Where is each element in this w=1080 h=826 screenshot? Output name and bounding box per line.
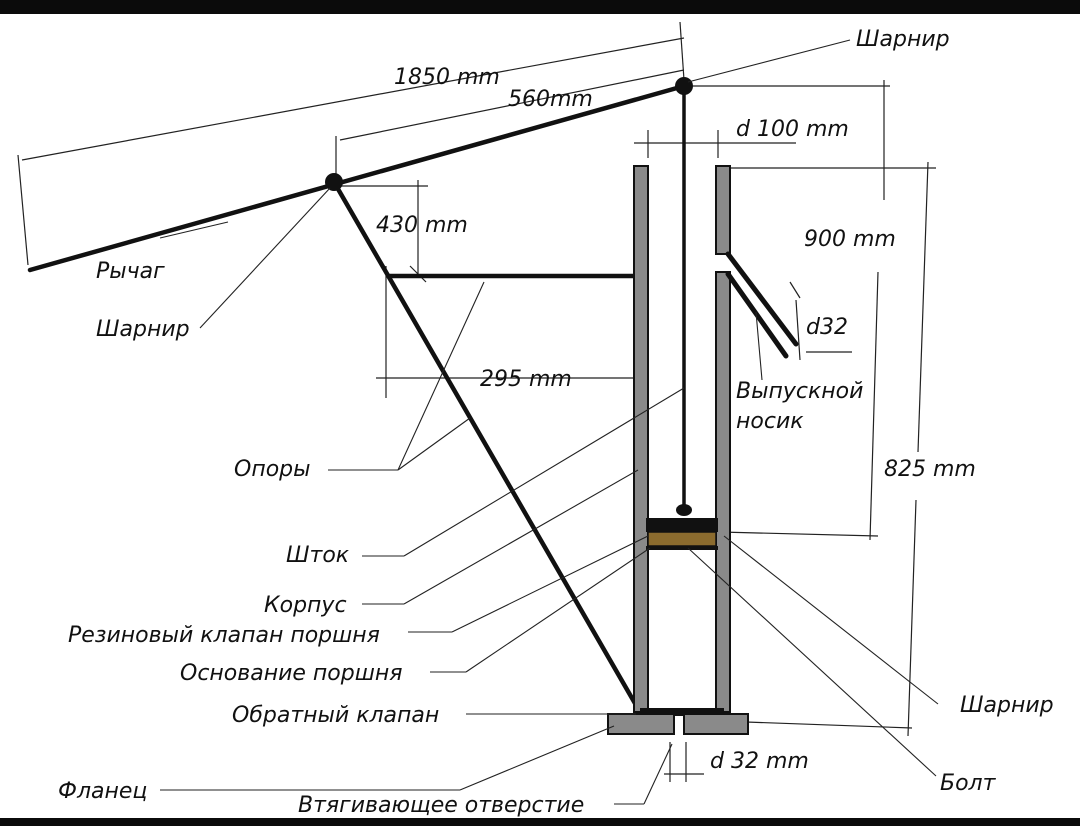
label-bolt: Болт: [940, 771, 997, 796]
dim-lever-short: 560mm: [508, 87, 593, 112]
label-body: Корпус: [264, 593, 347, 618]
dim-intake-diameter: d 32 mm: [710, 749, 809, 774]
label-lever: Рычаг: [96, 259, 165, 284]
top-border: [0, 0, 1080, 14]
diagonal-support: [331, 179, 643, 715]
diagram-sheet: [0, 14, 1080, 818]
body-right-wall-upper: [715, 165, 731, 255]
lever-structure: [27, 77, 693, 715]
dim-rod-stroke: 900 mm: [804, 227, 896, 252]
flange-left: [607, 713, 675, 735]
dim-lever-length: 1850 mm: [394, 65, 500, 90]
dimension-lines: [17, 21, 936, 782]
piston-rubber-valve: [647, 531, 717, 547]
label-flange: Фланец: [58, 779, 147, 804]
piston-base-plate: [646, 518, 718, 532]
body-right-wall-lower: [715, 271, 731, 713]
leader-lines: [159, 39, 939, 805]
label-rod: Шток: [286, 543, 350, 568]
outlet-spout-lower: [725, 271, 789, 359]
label-outlet-line2: носик: [736, 409, 804, 434]
dim-support-height: 430 mm: [376, 213, 468, 238]
label-outlet-line1: Выпускной: [736, 379, 863, 404]
label-rubber-valve: Резиновый клапан поршня: [68, 623, 380, 648]
bottom-border: [0, 818, 1080, 826]
hinge-left-joint: [325, 173, 343, 191]
check-valve-plate: [640, 708, 724, 716]
pump-body: [607, 165, 799, 735]
label-check-valve: Обратный клапан: [232, 703, 439, 728]
dim-pipe-diameter: d 100 mm: [736, 117, 849, 142]
piston-lower-plate: [646, 546, 718, 550]
body-left-wall: [633, 165, 649, 713]
flange-right: [683, 713, 749, 735]
label-hinge-top: Шарнир: [856, 27, 950, 52]
label-intake-hole: Втягивающее отверстие: [298, 793, 584, 818]
dim-body-height: 825 mm: [884, 457, 976, 482]
rod-end-knob: [676, 504, 692, 516]
label-piston-base: Основание поршня: [180, 661, 402, 686]
lever-bar: [27, 83, 687, 273]
label-hinge-bottom: Шарнир: [960, 693, 1054, 718]
dim-support-offset: 295 mm: [480, 367, 572, 392]
label-hinge-left: Шарнир: [96, 317, 190, 342]
hinge-top-joint: [675, 77, 693, 95]
dim-outlet-diameter: d32: [806, 315, 848, 340]
label-supports: Опоры: [234, 457, 311, 482]
outlet-spout-upper: [725, 251, 799, 347]
